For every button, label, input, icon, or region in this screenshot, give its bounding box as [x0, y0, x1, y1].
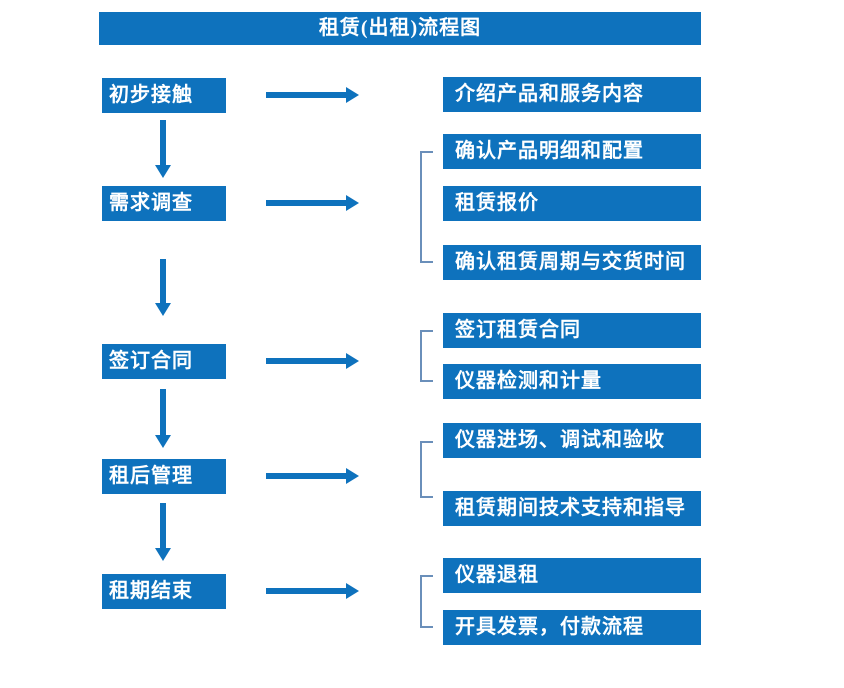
stage-sign-contract: 签订合同	[102, 344, 226, 379]
arrow-down-icon	[155, 389, 171, 448]
detail-box: 仪器进场、调试和验收	[443, 423, 701, 458]
stage-post-rental-management: 租后管理	[102, 459, 226, 494]
flowchart-title: 租赁(出租)流程图	[99, 12, 701, 45]
group-bracket-icon	[420, 330, 433, 382]
arrow-down-icon	[155, 120, 171, 178]
detail-box: 开具发票，付款流程	[443, 610, 701, 645]
detail-box: 确认产品明细和配置	[443, 134, 701, 169]
arrow-right-icon	[266, 87, 359, 103]
arrow-right-icon	[266, 583, 359, 599]
arrow-down-icon	[155, 503, 171, 561]
arrow-down-icon	[155, 259, 171, 316]
detail-box: 介绍产品和服务内容	[443, 77, 701, 112]
stage-rental-end: 租期结束	[102, 574, 226, 609]
arrow-right-icon	[266, 353, 359, 369]
arrow-right-icon	[266, 195, 359, 211]
detail-box: 签订租赁合同	[443, 313, 701, 348]
group-bracket-icon	[420, 441, 433, 498]
stage-initial-contact: 初步接触	[102, 78, 226, 113]
stage-demand-survey: 需求调查	[102, 186, 226, 221]
arrow-right-icon	[266, 468, 359, 484]
detail-box: 仪器检测和计量	[443, 364, 701, 399]
group-bracket-icon	[420, 151, 433, 263]
group-bracket-icon	[420, 575, 433, 628]
detail-box: 确认租赁周期与交货时间	[443, 245, 701, 280]
detail-box: 租赁报价	[443, 186, 701, 221]
detail-box: 租赁期间技术支持和指导	[443, 491, 701, 526]
detail-box: 仪器退租	[443, 558, 701, 593]
